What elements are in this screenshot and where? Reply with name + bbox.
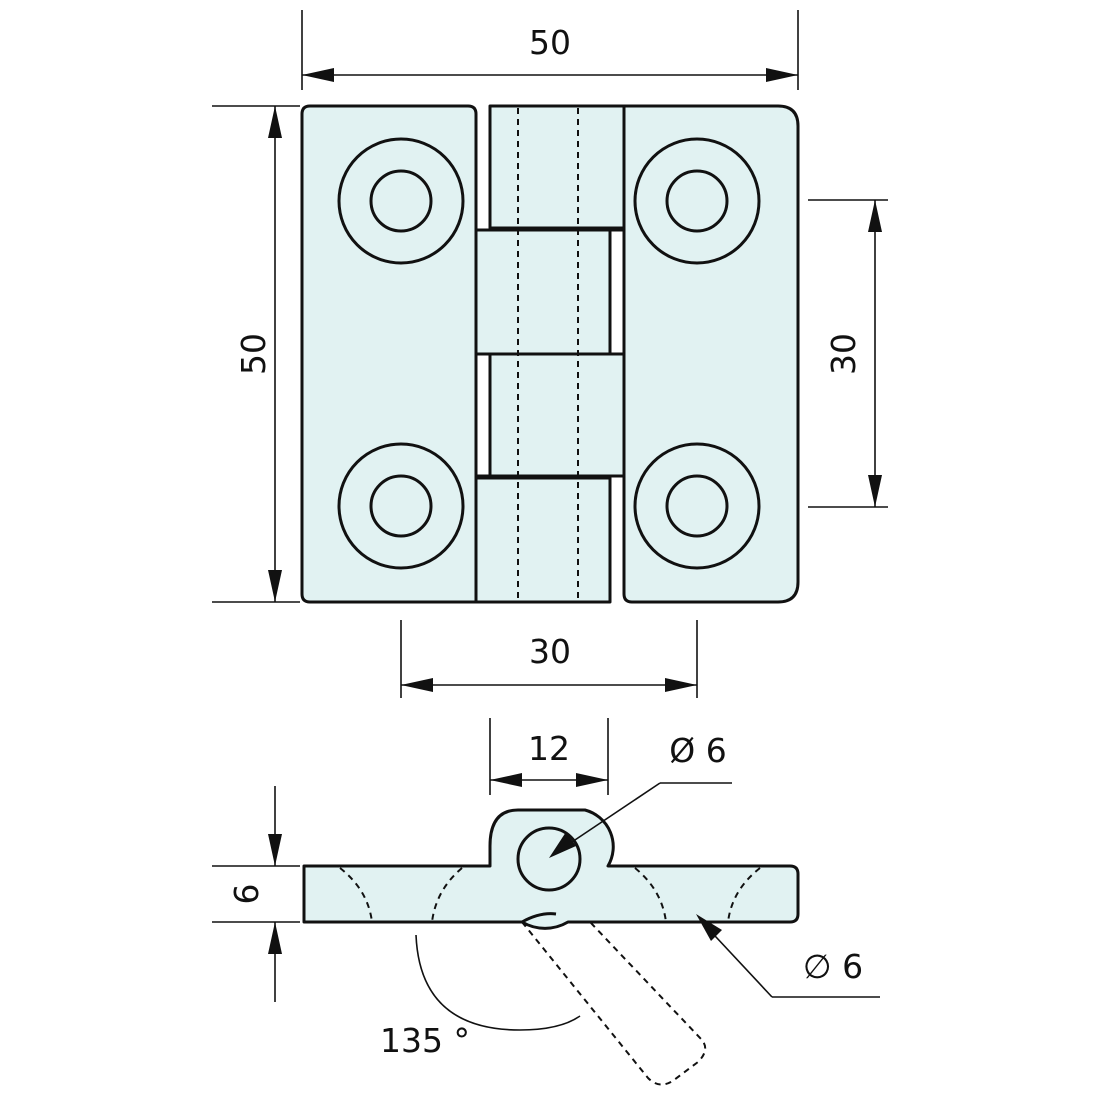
knuckle-joint-line — [521, 912, 557, 924]
dimension-top-width: 50 — [301, 10, 799, 90]
countersink-right-outer — [727, 867, 761, 923]
screw-hole-top-left — [337, 137, 465, 265]
dimension-height: 50 — [212, 105, 300, 603]
dimension-knuckle-width: 12 — [489, 718, 609, 795]
screw-hole-bottom-right — [633, 442, 761, 570]
knuckle-gap-lines — [610, 228, 624, 356]
dimension-label-opening-angle: 135 ° — [380, 1021, 470, 1060]
knuckle-segment-top — [488, 104, 626, 230]
dimension-label-thickness: 6 — [227, 884, 266, 905]
dimension-label-hole-spacing-vertical: 30 — [824, 333, 863, 375]
dimension-label-knuckle-width: 12 — [528, 729, 570, 768]
screw-hole-top-right — [633, 137, 761, 265]
dimension-label-pin-diameter: Ø 6 — [669, 731, 726, 770]
hinge-top-view — [300, 104, 800, 604]
pin-hole — [516, 826, 582, 892]
opened-leaf-outline — [521, 921, 707, 1086]
dimension-label-height: 50 — [234, 333, 273, 375]
countersink-right-inner — [634, 867, 667, 923]
knuckle-segment-lower — [488, 352, 626, 478]
dimension-label-screw-hole-diameter: ∅ 6 — [803, 947, 863, 986]
knuckle-segment-middle — [474, 228, 612, 356]
dimension-thickness: 6 — [212, 786, 300, 1002]
dimension-label-top-width: 50 — [529, 23, 571, 62]
knuckle-gap-lines-lower — [474, 354, 490, 478]
dimension-hole-spacing-vertical: 30 — [808, 199, 888, 508]
dimension-opening-angle: 135 ° — [380, 934, 581, 1060]
dimension-pin-diameter: Ø 6 — [549, 731, 732, 858]
dimension-label-hole-spacing-horizontal: 30 — [529, 632, 571, 671]
dimension-hole-spacing-horizontal: 30 — [400, 620, 698, 698]
knuckle-segment-bottom — [474, 476, 612, 604]
countersink-left-inner — [431, 867, 463, 923]
screw-hole-bottom-left — [337, 442, 465, 570]
hinge-side-view — [302, 808, 800, 1086]
dimension-screw-hole-diameter: ∅ 6 — [696, 914, 880, 998]
countersink-left-outer — [339, 867, 373, 923]
